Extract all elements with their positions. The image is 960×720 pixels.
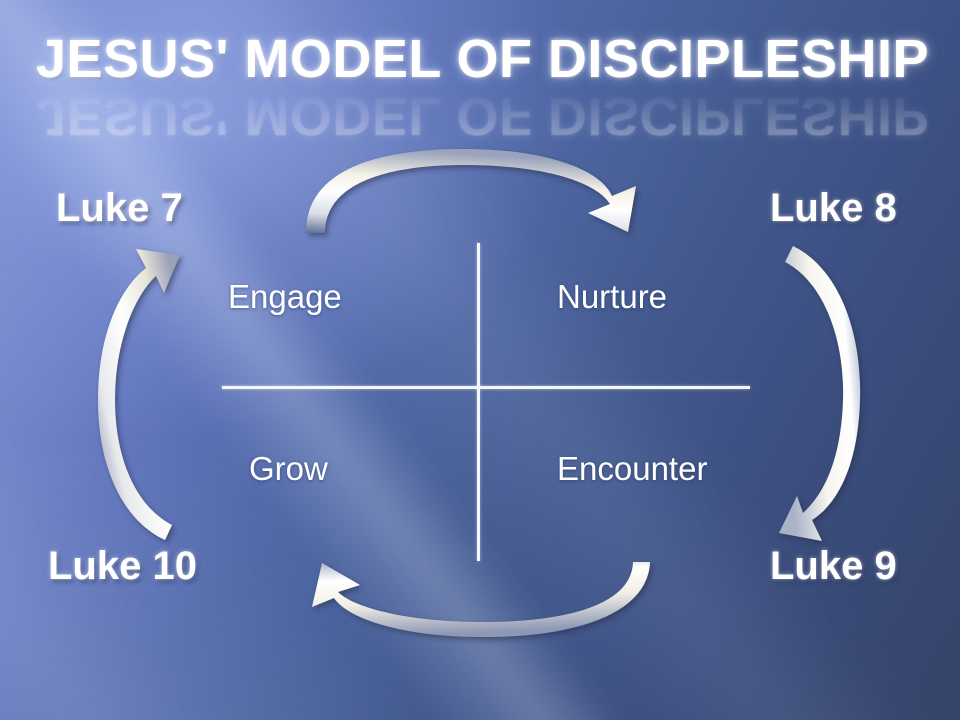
quadrant-divider-horizontal bbox=[222, 386, 750, 389]
quadrant-label-engage: Engage bbox=[228, 278, 342, 315]
quadrant-label-grow: Grow bbox=[249, 450, 328, 487]
reference-label-luke10: Luke 10 bbox=[48, 544, 197, 588]
page-title: Jesus' Model of Discipleship bbox=[36, 29, 930, 89]
arrow-left-luke10-to-luke7 bbox=[98, 249, 180, 540]
reference-label-luke9: Luke 9 bbox=[770, 544, 897, 588]
reference-label-luke8: Luke 8 bbox=[770, 186, 897, 230]
quadrant-label-nurture: Nurture bbox=[557, 278, 668, 315]
slide-title-block: Jesus' Model of Discipleship Jesus' Mode… bbox=[0, 28, 960, 148]
quadrant-divider-vertical bbox=[477, 243, 480, 561]
quadrant-label-encounter: Encounter bbox=[557, 450, 708, 487]
arrow-top-luke7-to-luke8 bbox=[306, 148, 636, 233]
background-light-streak-wide bbox=[0, 0, 504, 720]
background-light-streak-faint bbox=[114, 0, 960, 720]
reference-label-luke7: Luke 7 bbox=[56, 186, 183, 230]
background-light-streak-narrow bbox=[0, 0, 777, 720]
page-title-reflection: Jesus' Model of Discipleship bbox=[36, 86, 930, 146]
arrow-bottom-luke9-to-luke10 bbox=[312, 562, 650, 638]
arrow-right-luke8-to-luke9 bbox=[779, 246, 861, 541]
